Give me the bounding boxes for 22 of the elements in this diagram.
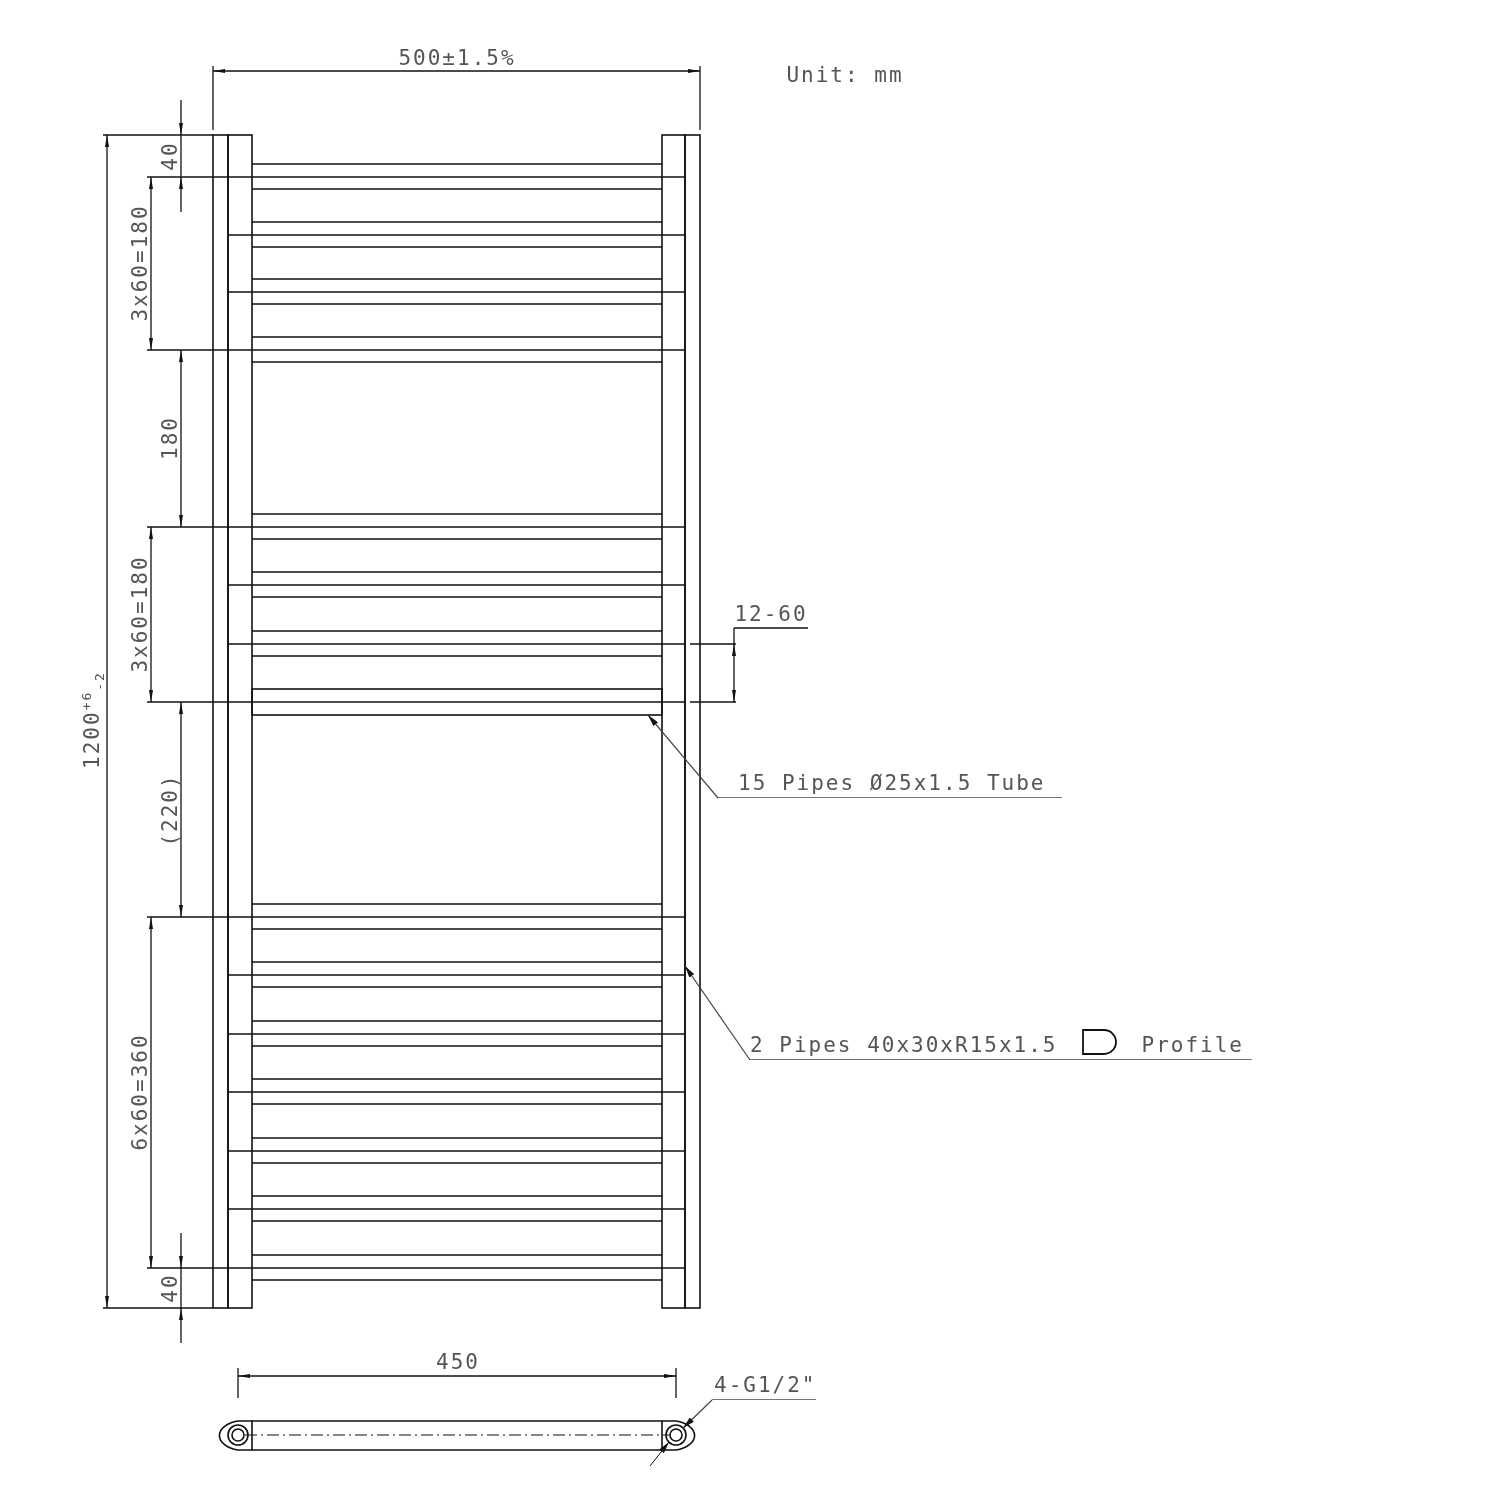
dimension-label: 450 bbox=[436, 1351, 480, 1373]
leader-line bbox=[647, 714, 719, 799]
dimension-label: 40 bbox=[159, 1273, 181, 1303]
dimension-label: (220) bbox=[159, 773, 181, 847]
dimension-label: 6x60=360 bbox=[129, 1033, 151, 1151]
callout-text: 2 Pipes 40x30xR15x1.5 bbox=[750, 1035, 1058, 1056]
dimension-label: 180 bbox=[159, 416, 181, 460]
tube bbox=[251, 688, 663, 716]
callout-text: 15 Pipes Ø25x1.5 Tube bbox=[738, 773, 1046, 794]
connection-hole bbox=[665, 1424, 687, 1446]
leader-label bbox=[750, 1026, 1252, 1060]
dimension-label: 3x60=180 bbox=[129, 555, 151, 673]
leader-line bbox=[684, 965, 751, 1061]
callout-text: 4-G1/2" bbox=[714, 1375, 817, 1396]
dimension-label: 3x60=180 bbox=[129, 204, 151, 322]
leader-line bbox=[682, 1399, 713, 1429]
callout-text: Profile bbox=[1141, 1035, 1245, 1056]
dimension-label: 500±1.5% bbox=[398, 47, 516, 69]
unit-note: Unit: mm bbox=[786, 64, 904, 86]
dimension-label: 40 bbox=[159, 141, 181, 171]
dimension-label: 12-60 bbox=[734, 603, 808, 625]
side-profile-pipe bbox=[684, 134, 701, 1309]
